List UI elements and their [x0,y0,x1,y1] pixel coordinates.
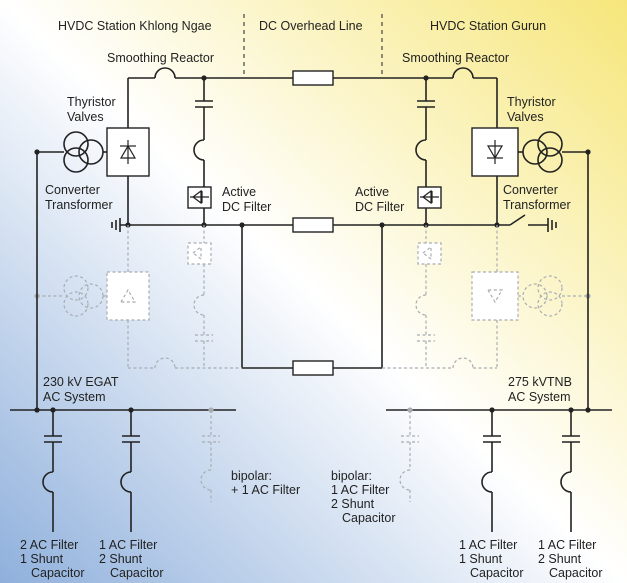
bipolar-right-label-1: bipolar: [331,469,372,483]
thyristor-right-symbol [486,140,504,164]
bipolar-left-label-1: bipolar: [231,469,272,483]
filter-3-label-3: Capacitor [470,566,524,580]
thyristor-left-symbol [119,140,137,164]
thyristor-right-label-1: Thyristor [507,95,556,109]
ground-switch-right [509,214,557,232]
ac-filter-1 [42,410,62,532]
smoothing-reactor-right-label: Smoothing Reactor [402,51,509,65]
active-filter-right-label-1: Active [355,185,389,199]
thyristor-right-label-2: Valves [507,110,544,124]
converter-right-label-1: Converter [503,183,558,197]
ground-left [111,218,121,232]
filter-2-label-3: Capacitor [110,566,164,580]
thyristor-left-label-1: Thyristor [67,95,116,109]
smoothing-reactor-left-label: Smoothing Reactor [107,51,214,65]
filter-3-label-1: 1 AC Filter [459,538,517,552]
dc-line-title: DC Overhead Line [259,19,363,33]
filter-4-label-3: Capacitor [549,566,603,580]
converter-transformer-left [34,131,107,173]
thyristor-left-label-2: Valves [67,110,104,124]
right-dc-filter-top [415,78,435,187]
ghost-second-pole [34,225,591,369]
ac-system-right-label-1: 275 kVTNB [508,375,572,389]
active-filter-left-label-1: Active [222,185,256,199]
filter-4-label-2: 2 Shunt [538,552,582,566]
filter-1-label-2: 1 Shunt [20,552,64,566]
ac-filter-4 [560,410,580,532]
ac-filter-bipolar-right [399,410,419,502]
ac-filter-2 [120,410,140,532]
bipolar-left-label-2: + 1 AC Filter [231,483,300,497]
neutral-line [120,217,510,233]
ac-bus-right [386,152,612,413]
active-dc-filter-left-symbol [190,189,209,205]
converter-left-label-2: Transformer [45,198,113,212]
active-filter-left-label-2: DC Filter [222,200,271,214]
converter-right-label-2: Transformer [503,198,571,212]
left-dc-filter-top [193,78,213,187]
bipolar-right-label-4: Capacitor [342,511,396,525]
station-right-title: HVDC Station Gurun [430,19,546,33]
ac-system-right-label-2: AC System [508,390,571,404]
filter-1-label-1: 2 AC Filter [20,538,78,552]
station-left-title: HVDC Station Khlong Ngae [58,19,212,33]
ac-system-left-label-1: 230 kV EGAT [43,375,119,389]
filter-1-label-3: Capacitor [31,566,85,580]
filter-3-label-2: 1 Shunt [459,552,503,566]
ac-filter-bipolar-left [200,410,220,502]
bipolar-right-label-3: 2 Shunt [331,497,375,511]
bipolar-right-label-2: 1 AC Filter [331,483,389,497]
ac-system-left-label-2: AC System [43,390,106,404]
return-path [241,225,383,376]
filter-2-label-1: 1 AC Filter [99,538,157,552]
filter-4-label-1: 1 AC Filter [538,538,596,552]
filter-2-label-2: 2 Shunt [99,552,143,566]
active-filter-right-label-2: DC Filter [355,200,404,214]
active-dc-filter-right-symbol [420,189,439,205]
ac-filter-3 [481,410,501,532]
converter-transformer-right [518,131,591,173]
converter-left-label-1: Converter [45,183,100,197]
